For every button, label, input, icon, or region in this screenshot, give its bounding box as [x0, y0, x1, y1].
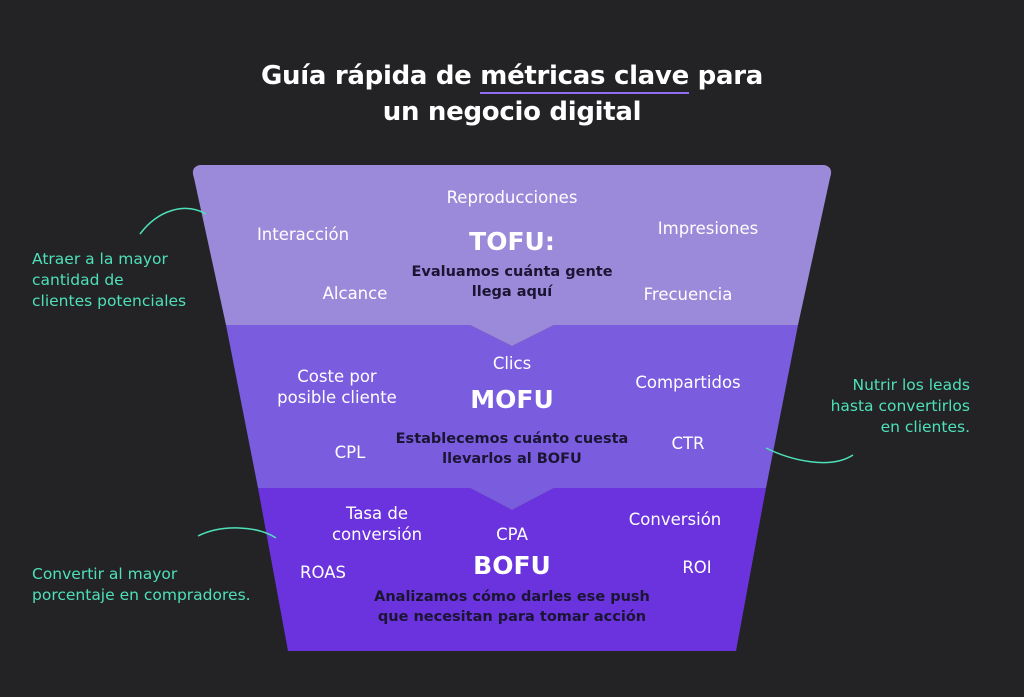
tasa-line-1: Tasa de	[345, 504, 409, 523]
coste-line-2: posible cliente	[277, 388, 397, 407]
metric-alcance: Alcance	[322, 284, 388, 303]
tofu-description-line-1: Evaluamos cuánta gente	[411, 264, 613, 280]
bofu-description-line-2: que necesitan para tomar acción	[377, 609, 647, 625]
coste-line-1: Coste por	[297, 367, 377, 386]
funnel-bofu-section	[258, 488, 766, 651]
bofu-description-line-1: Analizamos cómo darles ese push	[374, 589, 650, 605]
stage-description-mofu: Establecemos cuánto cuesta llevarlos al …	[396, 429, 629, 469]
title-text-after: para	[688, 61, 764, 91]
annotation-mofu-line-2: hasta convertirlos	[830, 397, 970, 415]
title-line-1: Guía rápida de métricas clave para	[0, 58, 1024, 94]
stage-description-tofu: Evaluamos cuánta gente llega aquí	[411, 262, 612, 302]
stage-description-bofu: Analizamos cómo darles ese push que nece…	[374, 587, 650, 627]
mofu-description-line-2: llevarlos al BOFU	[442, 451, 582, 467]
metric-roi: ROI	[682, 558, 712, 577]
annotation-connector-bofu	[197, 527, 277, 539]
annotation-mofu: Nutrir los leads hasta convertirlos en c…	[800, 375, 970, 438]
annotation-tofu-line-2: cantidad de	[32, 271, 124, 289]
tofu-description-line-2: llega aquí	[471, 284, 553, 300]
annotation-mofu-line-1: Nutrir los leads	[852, 376, 970, 394]
title-line-2: un negocio digital	[382, 97, 642, 127]
title-text-before: Guía rápida de	[261, 61, 481, 91]
metric-coste-por-posible-cliente: Coste por posible cliente	[277, 366, 397, 408]
metric-impresiones: Impresiones	[657, 219, 759, 238]
metric-ctr: CTR	[671, 434, 705, 453]
funnel-mofu-section	[226, 325, 798, 510]
annotation-mofu-line-3: en clientes.	[880, 418, 970, 436]
page-title: Guía rápida de métricas clave para un ne…	[0, 58, 1024, 130]
annotation-tofu-line-3: clientes potenciales	[32, 292, 187, 310]
stage-title-tofu: TOFU:	[469, 227, 555, 256]
funnel-tofu-section	[192, 165, 832, 346]
tasa-line-2: conversión	[331, 525, 423, 544]
stage-title-mofu: MOFU	[470, 385, 554, 414]
annotation-tofu-line-1: Atraer a la mayor	[32, 250, 168, 268]
metric-cpl: CPL	[334, 443, 366, 462]
annotation-bofu-line-1: Convertir al mayor	[32, 565, 178, 583]
metric-clics: Clics	[492, 354, 532, 373]
metric-reproducciones: Reproducciones	[446, 188, 578, 207]
mofu-description-line-1: Establecemos cuánto cuesta	[395, 431, 629, 447]
metric-roas: ROAS	[300, 563, 346, 582]
annotation-bofu-line-2: porcentaje en compradores.	[32, 586, 251, 604]
metric-tasa-de-conversion: Tasa de conversión	[332, 503, 422, 545]
metric-frecuencia: Frecuencia	[643, 285, 733, 304]
annotation-connector-tofu	[139, 207, 207, 235]
title-highlight: métricas clave	[480, 61, 689, 94]
stage-title-bofu: BOFU	[473, 551, 551, 580]
annotation-tofu: Atraer a la mayor cantidad de clientes p…	[32, 249, 186, 312]
annotation-connector-mofu	[765, 447, 854, 464]
metric-compartidos: Compartidos	[635, 373, 741, 392]
annotation-bofu: Convertir al mayor porcentaje en comprad…	[32, 564, 251, 606]
metric-conversion: Conversión	[628, 510, 722, 529]
metric-cpa: CPA	[496, 525, 528, 544]
metric-interaccion: Interacción	[256, 225, 350, 244]
